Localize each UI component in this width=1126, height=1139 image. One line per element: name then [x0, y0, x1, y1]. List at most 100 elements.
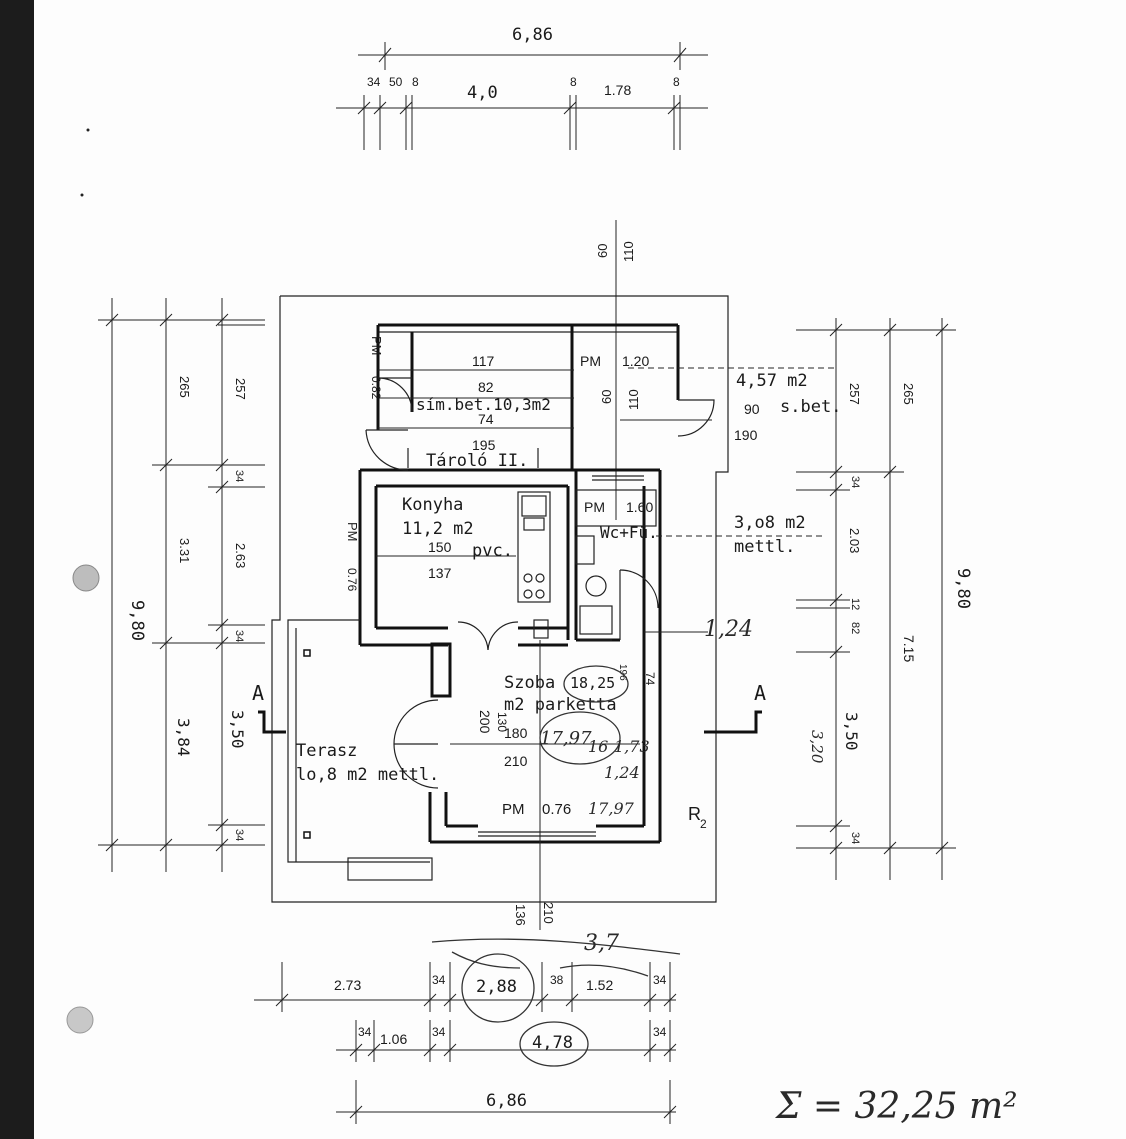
leader-lines	[376, 367, 836, 745]
taroło-i-pm: PM	[580, 353, 601, 369]
dim-v110-top: 110	[621, 241, 636, 262]
dim-left-34c: 34	[233, 829, 245, 841]
taroło-ii-pm: PM	[369, 336, 384, 356]
dim-bottom-136: 136	[513, 904, 528, 926]
dim-bottom-106: 1.06	[380, 1031, 407, 1047]
dim-right-203: 2.03	[847, 528, 862, 553]
szoba-200: 200	[477, 710, 493, 734]
wc-name: Wc+Fü.	[600, 523, 658, 542]
dim-right-257: 257	[847, 383, 862, 405]
taroło-ii-117: 117	[472, 353, 495, 369]
wc-floor: mettl.	[734, 537, 795, 557]
left-dimensions: 9,80 265 3.31 3,84 257 34 2.63 34 3,50 3…	[98, 298, 265, 872]
dim-right-overall: 9,80	[953, 568, 973, 609]
hw-16: 16	[588, 737, 608, 756]
vertical-center-dims: 60 110	[595, 220, 636, 520]
dim-bottom-r2-34b: 34	[432, 1025, 446, 1039]
dim-top-50: 50	[389, 75, 403, 89]
szoba-74: 74	[643, 672, 657, 686]
taroło-i-90: 90	[744, 401, 760, 417]
dim-right-82: 82	[849, 622, 861, 634]
taroło-i-area: 4,57 m2	[736, 371, 808, 391]
hw-total-area: Σ = 32,25 m²	[774, 1086, 1018, 1127]
dim-left-overall: 9,80	[127, 600, 147, 641]
site-outline	[271, 295, 729, 903]
dim-top-4-0: 4,0	[467, 83, 498, 103]
hw-1797: 17,97	[540, 728, 592, 749]
konyha-name: Konyha	[402, 495, 463, 515]
taroło-ii-name: Tároló II.	[426, 451, 528, 471]
szoba-area: 18,25	[570, 674, 615, 692]
dim-top-8c: 8	[673, 75, 680, 89]
hw-173: 1,73	[614, 737, 650, 756]
hw-320: 3,20	[808, 730, 826, 764]
szoba-name: Szoba	[504, 673, 555, 693]
szoba-180: 180	[504, 725, 528, 741]
terasz-area: lo,8 m2 mettl.	[296, 765, 439, 785]
dim-right-715: 7.15	[901, 635, 917, 662]
taroło-ii-195: 195	[472, 437, 496, 453]
hw-124: 1,24	[704, 617, 753, 642]
dim-bottom-288: 2,88	[476, 977, 517, 997]
konyha-pm: PM	[345, 522, 360, 542]
szoba-076: 0.76	[542, 801, 571, 818]
konyha-137: 137	[428, 565, 452, 581]
taroło-i-120: 1.20	[622, 353, 649, 369]
szoba-pm: PM	[502, 801, 525, 818]
dim-top-1-78: 1.78	[604, 82, 631, 98]
bottom-dimensions: 136 210 2.73 34 2,88 38 1.52 34	[254, 902, 677, 1124]
dim-left-265: 265	[177, 376, 192, 398]
dim-bottom-overall: 6,86	[486, 1091, 527, 1111]
dim-bottom-34a: 34	[432, 973, 446, 987]
taroło-i-60: 60	[599, 390, 614, 404]
dim-bottom-273: 2.73	[334, 977, 361, 993]
wc-160: 1.60	[626, 499, 653, 515]
right-dimensions: 257 34 2.03 12 82 3,50 34 265 7.15 9,80 …	[796, 318, 973, 880]
binder-holes	[66, 128, 100, 1034]
konyha-area: 11,2 m2	[402, 519, 474, 539]
szoba-floor: m2 parketta	[504, 695, 617, 715]
dim-left-34a: 34	[233, 470, 245, 482]
dim-bottom-210: 210	[541, 902, 556, 924]
building-walls	[258, 323, 762, 930]
scan-edge	[0, 0, 34, 1139]
taroło-ii-74: 74	[478, 411, 494, 427]
dim-left-263: 2.63	[233, 543, 248, 568]
wc-area: 3,o8 m2	[734, 513, 806, 533]
konyha-076: 0.76	[345, 568, 359, 592]
dim-left-331: 3.31	[177, 538, 192, 563]
konyha-150: 150	[428, 539, 452, 555]
r2-label: R	[688, 804, 701, 824]
konyha-floor: pvc.	[472, 541, 513, 561]
dim-right-34: 34	[849, 476, 861, 488]
terasz-name: Terasz	[296, 741, 357, 761]
dim-left-350: 3,50	[228, 710, 247, 749]
dim-right-265: 265	[901, 383, 916, 405]
r2-subscript: 2	[700, 817, 707, 831]
taroło-ii-82: 82	[478, 379, 494, 395]
dim-top-8a: 8	[412, 75, 419, 89]
szoba-196: 196	[617, 664, 628, 681]
szoba-130: 130	[495, 712, 509, 732]
dim-top-34: 34	[367, 75, 381, 89]
taroło-ii-floor: sím.bet.10,3m2	[416, 395, 551, 414]
szoba-210: 210	[504, 753, 528, 769]
taroło-ii-082: 0.82	[369, 376, 383, 400]
dim-right-350: 3,50	[842, 712, 861, 751]
dim-left-34b: 34	[233, 630, 245, 642]
wc-pm: PM	[584, 499, 605, 515]
dim-bottom-34b: 34	[653, 973, 667, 987]
dim-bottom-152: 1.52	[586, 977, 613, 993]
dim-top-overall: 6,86	[512, 25, 553, 45]
room-labels: 4,57 m2 s.bet. 90 190 PM 1.20 60 110 117…	[252, 336, 841, 831]
hw-1797b: 17,97	[588, 799, 635, 818]
dim-bottom-38: 38	[550, 973, 564, 987]
dim-bottom-r2-34a: 34	[358, 1025, 372, 1039]
section-a-right: A	[754, 681, 766, 705]
top-dimensions: 6,86 34 50 8 4,0 8 1.78 8	[336, 25, 708, 150]
hw-124b: 1,24	[604, 763, 640, 782]
taroło-i-floor: s.bet.	[780, 397, 841, 417]
dim-left-257: 257	[233, 378, 248, 400]
